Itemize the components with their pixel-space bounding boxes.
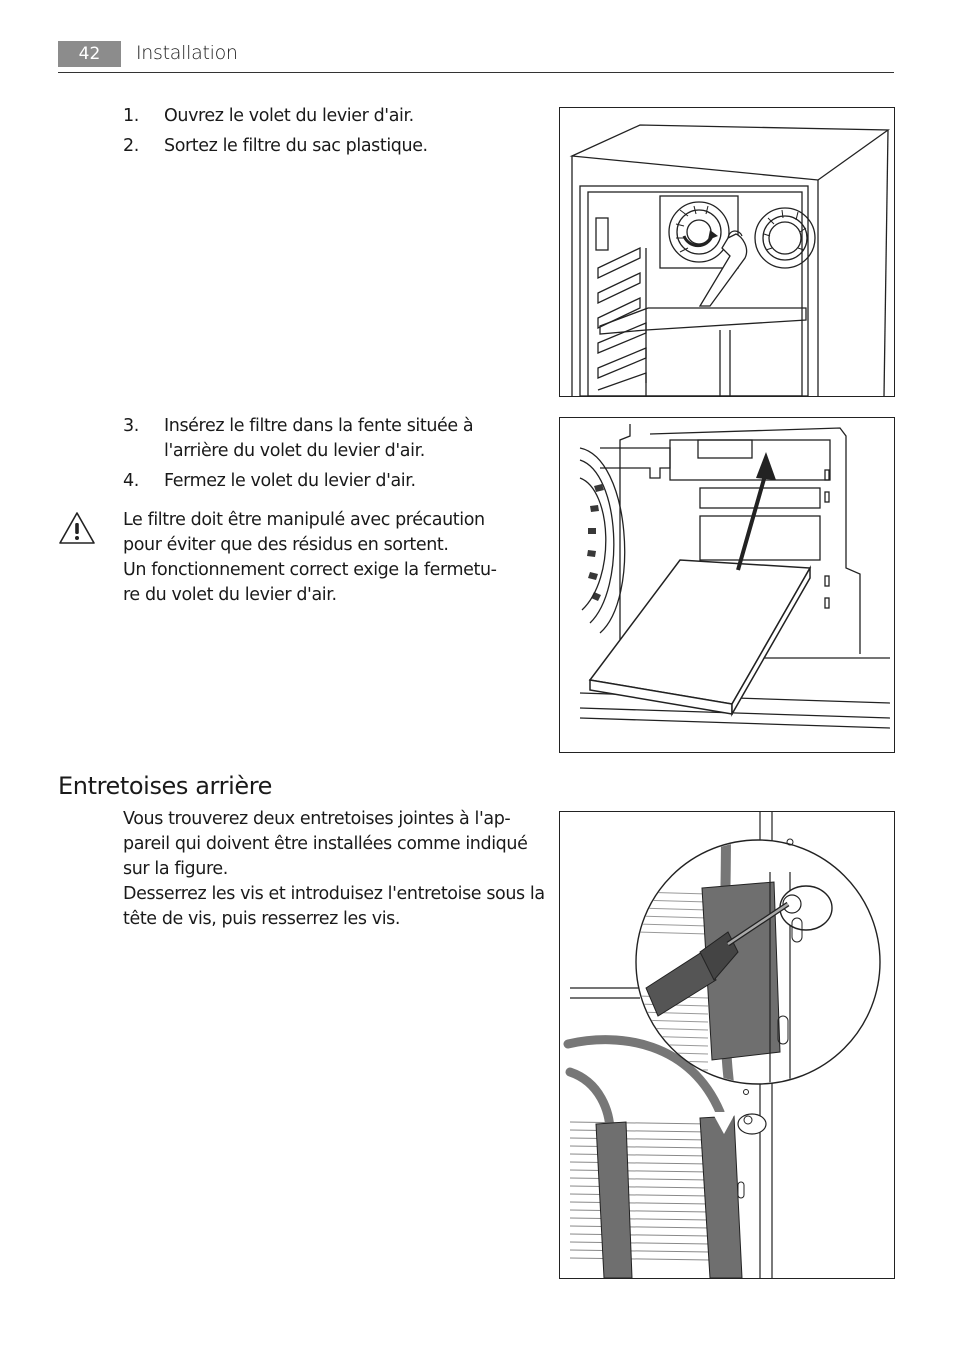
page-header: 42 Installation <box>58 40 894 73</box>
step-text: Fermez le volet du levier d'air. <box>164 471 416 491</box>
warning-line: Un fonctionnement correct exige la ferme… <box>123 560 497 580</box>
warning-triangle-icon <box>59 512 95 544</box>
figure-rear-spacers <box>559 811 895 1279</box>
body-line: Desserrez les vis et introduisez l'entre… <box>123 884 545 904</box>
warning-line: re du volet du levier d'air. <box>123 585 337 605</box>
step-text: Ouvrez le volet du levier d'air. <box>164 106 414 126</box>
body-line: sur la figure. <box>123 859 228 879</box>
warning-line: pour éviter que des résidus en sortent. <box>123 535 449 555</box>
step-text: Sortez le filtre du sac plastique. <box>164 136 428 156</box>
warning-text: Le filtre doit être manipulé avec précau… <box>123 508 497 608</box>
body-line: pareil qui doivent être installées comme… <box>123 834 528 854</box>
step-number: 3. <box>123 416 139 436</box>
figure-insert-filter <box>559 417 895 753</box>
rear-spacer-illustration <box>563 812 881 1278</box>
step-text-line-2: l'arrière du volet du levier d'air. <box>164 441 425 461</box>
step-number: 4. <box>123 471 139 491</box>
section-heading: Entretoises arrière <box>58 772 273 800</box>
section-body: Vous trouverez deux entretoises jointes … <box>123 807 545 932</box>
fridge-interior-illustration <box>569 124 890 396</box>
body-line: tête de vis, puis resserrez les vis. <box>123 909 401 929</box>
figure-open-air-lever <box>559 107 895 397</box>
body-line: Vous trouverez deux entretoises jointes … <box>123 809 511 829</box>
step-number: 2. <box>123 136 139 156</box>
step-text-line-1: Insérez le filtre dans la fente située à <box>164 416 474 436</box>
warning-line: Le filtre doit être manipulé avec précau… <box>123 510 485 530</box>
step-number: 1. <box>123 106 139 126</box>
page-number: 42 <box>58 41 121 67</box>
section-name: Installation <box>136 42 238 64</box>
filter-insertion-illustration <box>579 424 891 729</box>
